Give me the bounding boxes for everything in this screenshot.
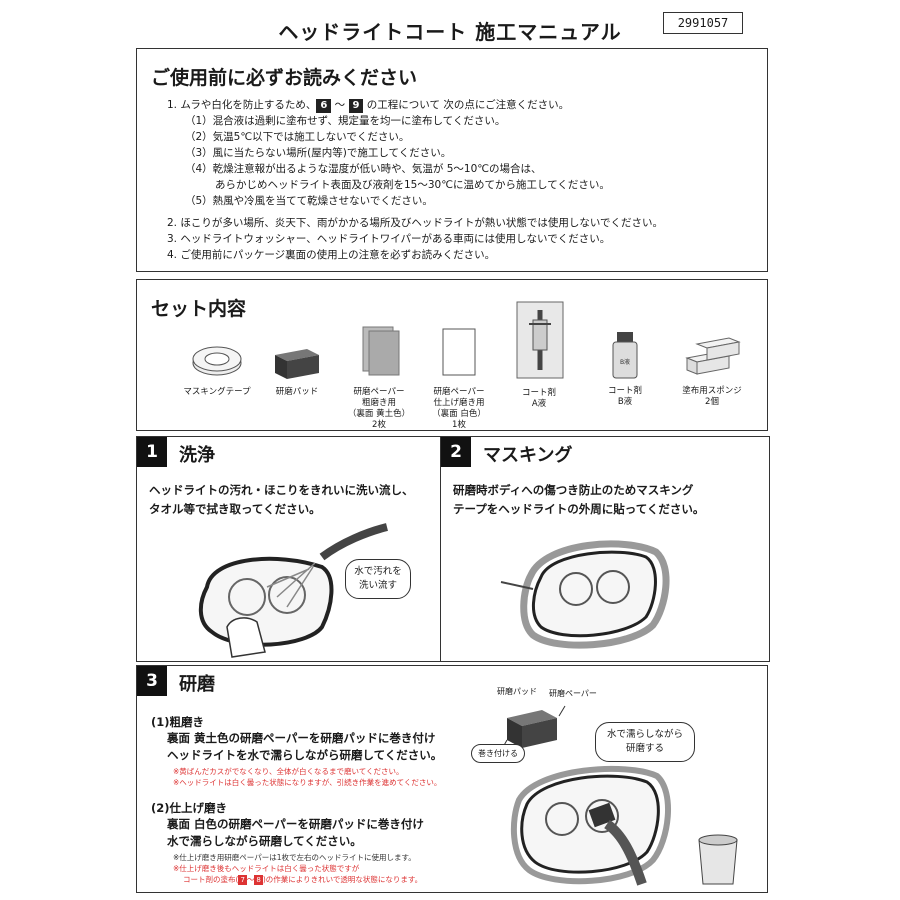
notice-sub-4b: あらかじめヘッドライト表面及び液剤を15～30℃に温めてから施工してください。 [215, 179, 610, 191]
paper-label: 研磨ペーパー [549, 689, 597, 698]
product-code: 2991057 [663, 12, 743, 34]
page-title: ヘッドライトコート 施工マニュアル [278, 20, 622, 44]
coarse-sanding-body: 裏面 黄土色の研磨ペーパーを研磨パッドに巻き付け ヘッドライトを水で濡らしながら… [167, 731, 443, 762]
notice-sub-4a: （4）乾燥注意報が出るような湿度が低い時や、気温が 5～10℃の場合は、 [185, 163, 542, 175]
notice-sub-5: （5）熱風や冷風を当てて乾燥させないでください。 [185, 195, 433, 207]
notice-item-1: 1. ムラや白化を防止するため、6 ～ 9 の工程について 次の点にご注意くださ… [167, 99, 570, 113]
set-heading: セット内容 [151, 298, 247, 320]
set-item-sandpaper-coarse: 研磨ペーパー 粗磨き用 （裏面 黄土色） 2枚 [339, 325, 419, 431]
washing-illustration [198, 523, 388, 658]
sponge-icon [685, 337, 741, 375]
step-1-description: ヘッドライトの汚れ・ほこりをきれいに洗い流し、 タオル等で拭き取ってください。 [149, 483, 414, 516]
step-2-title: マスキング [483, 445, 573, 466]
wrap-bubble: 巻き付ける [471, 744, 525, 763]
set-item-coat-a: コート剤 A液 [499, 300, 579, 410]
bottle-label: B液 [620, 358, 630, 366]
step-3-number: 3 [137, 666, 167, 696]
masking-illustration [500, 540, 670, 649]
step-3-section: 3 研磨 (1)粗磨き 裏面 黄土色の研磨ペーパーを研磨パッドに巻き付け ヘッド… [136, 665, 768, 893]
step-2-section: 2 マスキング 研磨時ボディへの傷つき防止のためマスキング テープをヘッドライト… [440, 436, 770, 662]
notice-list: 1. ムラや白化を防止するため、6 ～ 9 の工程について 次の点にご注意くださ… [167, 97, 757, 263]
step-3-speech-bubble: 水で濡らしながら 研磨する [595, 722, 695, 762]
step-1-section: 1 洗浄 ヘッドライトの汚れ・ほこりをきれいに洗い流し、 タオル等で拭き取ってく… [136, 436, 441, 662]
step-2-description: 研磨時ボディへの傷つき防止のためマスキング テープをヘッドライトの外周に貼ってく… [453, 483, 705, 516]
coarse-sanding-notes: ※黄ばんだカスがでなくなり、全体が白くなるまで磨いてください。 ※ヘッドライトは… [173, 767, 442, 787]
finish-sanding-body: 裏面 白色の研磨ペーパーを研磨パッドに巻き付け 水で濡らしながら研磨してください… [167, 817, 424, 848]
set-item-coat-b: B液 コート剤 B液 [585, 330, 665, 408]
coarse-sanding-heading: (1)粗磨き [151, 715, 205, 729]
step-1-title: 洗浄 [179, 445, 215, 466]
finish-sanding-notes: ※仕上げ磨き用研磨ペーパーは1枚で左右のヘッドライトに使用します。 ※仕上げ磨き… [173, 853, 423, 885]
step-3-title: 研磨 [179, 674, 215, 695]
set-items: マスキングテープ 研磨パッド 研磨ペーパー 粗磨き用 （裏面 黄土色） 2枚 研… [167, 301, 757, 431]
notice-item-3: 3. ヘッドライトウォッシャー、ヘッドライトワイパーがある車両には使用しないでく… [167, 233, 611, 245]
step-2-number: 2 [441, 437, 471, 467]
sanding-illustration [510, 765, 738, 886]
set-item-masking-tape: マスキングテープ [177, 335, 257, 398]
coat-agent-b-icon: B液 [612, 332, 638, 379]
set-contents-section: セット内容 マスキングテープ 研磨パッド 研磨ペー [136, 279, 768, 431]
step-1-number: 1 [137, 437, 167, 467]
set-item-sandpaper-fine: 研磨ペーパー 仕上げ磨き用 （裏面 白色） 1枚 [419, 325, 499, 431]
sandpaper-coarse-icon [362, 326, 400, 376]
pad-label: 研磨パッド [497, 687, 537, 696]
step-badge-8: 8 [254, 875, 263, 885]
sanding-pad-icon [275, 349, 319, 379]
notice-sub-1: （1）混合液は過剰に塗布せず、規定量を均一に塗布してください。 [185, 115, 506, 127]
notice-heading: ご使用前に必ずお読みください [151, 67, 418, 89]
coat-agent-a-icon [516, 301, 564, 379]
notice-item-4: 4. ご使用前にパッケージ裏面の使用上の注意を必ずお読みください。 [167, 249, 496, 261]
masking-tape-icon [192, 346, 242, 376]
set-item-sponge: 塗布用スポンジ 2個 [667, 330, 757, 408]
finish-sanding-heading: (2)仕上げ磨き [151, 801, 228, 815]
step-badge-9: 9 [348, 99, 364, 113]
notice-sub-3: （3）風に当たらない場所(屋内等)で施工してください。 [185, 147, 452, 159]
set-item-sanding-pad: 研磨パッド [257, 335, 337, 398]
step-1-speech-bubble: 水で汚れを 洗い流す [345, 559, 411, 599]
notice-sub-2: （2）気温5℃以下では施工しないでください。 [185, 131, 410, 143]
step-badge-6: 6 [316, 99, 332, 113]
sandpaper-fine-icon [442, 328, 476, 376]
notice-item-2: 2. ほこりが多い場所、炎天下、雨がかかる場所及びヘッドライトが熱い状態では使用… [167, 217, 664, 229]
notice-section: ご使用前に必ずお読みください 1. ムラや白化を防止するため、6 ～ 9 の工程… [136, 48, 768, 272]
step-badge-7: 7 [238, 875, 247, 885]
